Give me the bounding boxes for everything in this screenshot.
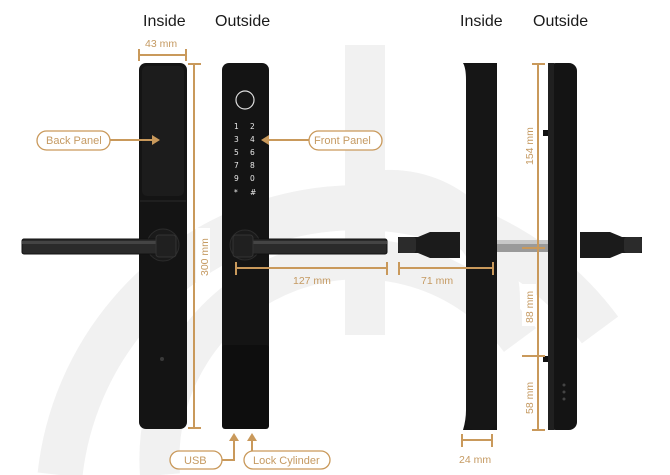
key-2: 2: [250, 122, 255, 131]
lock-cylinder-callout: Lock Cylinder: [243, 433, 331, 470]
front-inside-title: Inside: [143, 13, 186, 30]
thickness-dimension: 24 mm: [459, 434, 493, 466]
key-star: *: [234, 188, 238, 197]
back-panel: [21, 63, 187, 429]
key-4: 4: [250, 135, 255, 144]
key-6: 6: [250, 148, 255, 157]
side-view-device: [398, 63, 642, 430]
front-panel-label: Front Panel: [314, 135, 371, 147]
key-7: 7: [234, 161, 239, 170]
key-8: 8: [250, 161, 255, 170]
height-dimension: 300 mm: [188, 63, 211, 429]
key-1: 1: [234, 122, 239, 131]
front-outside-title: Outside: [215, 13, 270, 30]
key-5: 5: [234, 148, 239, 157]
key-9: 9: [234, 174, 239, 183]
side-outside-title: Outside: [533, 13, 588, 30]
side-inside-title: Inside: [460, 13, 503, 30]
upper-dim-label: 154 mm: [524, 127, 536, 165]
key-3: 3: [234, 135, 239, 144]
width-dim-label: 43 mm: [145, 38, 177, 50]
back-panel-label: Back Panel: [46, 135, 102, 147]
lower-dim-label: 58 mm: [524, 382, 536, 414]
width-dimension: 43 mm: [138, 38, 187, 61]
key-hash: #: [250, 188, 256, 197]
key-0: 0: [250, 174, 255, 183]
handle-depth-label: 71 mm: [421, 275, 453, 287]
back-panel-callout: Back Panel: [36, 130, 160, 151]
usb-callout: USB: [169, 433, 239, 470]
handle-length-dimension: 127 mm: [235, 262, 388, 287]
thickness-label: 24 mm: [459, 454, 491, 466]
usb-label: USB: [184, 455, 207, 467]
height-dim-label: 300 mm: [199, 238, 211, 276]
handle-depth-dimension: 71 mm: [398, 262, 494, 287]
side-height-dimensions: 154 mm 88 mm 58 mm: [522, 63, 545, 431]
fingerprint-sensor-icon: [235, 90, 255, 110]
middle-dim-label: 88 mm: [524, 291, 536, 323]
front-panel-callout: Front Panel: [261, 130, 383, 151]
lock-cylinder-label: Lock Cylinder: [253, 455, 320, 467]
front-panel: 1 2 3 4 5 6 7 8 9 0 * #: [222, 63, 388, 429]
handle-dim-label: 127 mm: [293, 275, 331, 287]
